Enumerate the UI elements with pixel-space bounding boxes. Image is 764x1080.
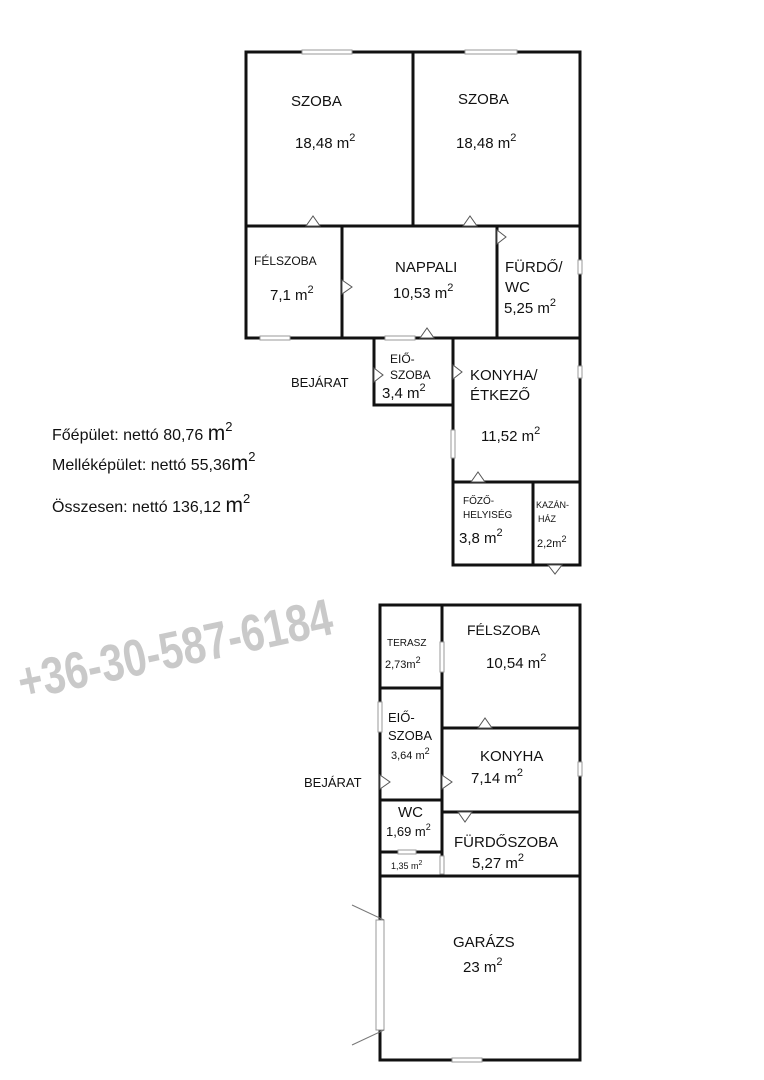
svg-text:Összesen: nettó 136,12 m2: Összesen: nettó 136,12 m2 [52,491,250,517]
room-fozohelyiseg: FŐZŐ- HELYISÉG 3,8 m2 [459,493,512,547]
svg-text:2,73m2: 2,73m2 [385,655,421,671]
room-eloszoba: EIŐ- SZOBA 3,4 m2 [382,351,431,402]
svg-text:EIŐ-: EIŐ- [390,351,415,366]
area-summary: Főépület: nettó 80,76 m2 Melléképület: n… [52,419,256,517]
room-kazanhaz: KAZÁN- HÁZ 2,2m2 [536,500,569,550]
svg-text:TERASZ: TERASZ [387,638,426,649]
svg-text:5,27 m2: 5,27 m2 [472,852,524,872]
svg-text:GARÁZS: GARÁZS [453,934,515,951]
svg-text:7,1 m2: 7,1 m2 [270,284,314,304]
svg-text:5,25 m2: 5,25 m2 [504,297,556,317]
svg-text:Melléképület: nettó 55,36m2: Melléképület: nettó 55,36m2 [52,449,256,475]
svg-text:2,2m2: 2,2m2 [537,534,566,550]
room-nappali: NAPPALI 10,53 m2 [393,259,457,302]
svg-text:3,64 m2: 3,64 m2 [391,746,430,762]
svg-text:SZOBA: SZOBA [390,368,431,382]
svg-text:11,52 m2: 11,52 m2 [481,425,540,445]
annex-doors [379,717,493,823]
room-konyha-annex: KONYHA 7,14 m2 [471,748,543,787]
svg-text:10,53 m2: 10,53 m2 [393,282,453,302]
svg-text:7,14 m2: 7,14 m2 [471,767,523,787]
room-terasz: TERASZ 2,73m2 [385,638,426,671]
svg-text:1,69 m2: 1,69 m2 [386,822,431,839]
svg-text:WC: WC [505,279,530,296]
svg-text:FÉLSZOBA: FÉLSZOBA [467,622,541,638]
svg-text:18,48 m2: 18,48 m2 [295,132,355,152]
room-felszoba: FÉLSZOBA 7,1 m2 [254,253,317,304]
svg-text:10,54 m2: 10,54 m2 [486,652,546,672]
room-furdo-wc: FÜRDŐ/ WC 5,25 m2 [504,258,563,317]
room-felszoba-annex: FÉLSZOBA 10,54 m2 [467,622,546,672]
svg-text:FÉLSZOBA: FÉLSZOBA [254,253,317,268]
svg-text:FÜRDŐSZOBA: FÜRDŐSZOBA [454,833,558,851]
main-windows [259,49,583,459]
room-konyha-etkezo: KONYHA/ ÉTKEZŐ 11,52 m2 [470,367,540,445]
annex-windows [351,641,583,1063]
svg-text:WC: WC [398,804,423,821]
main-doors [305,215,564,575]
svg-text:KONYHA: KONYHA [480,748,543,765]
svg-text:SZOBA: SZOBA [458,91,509,108]
svg-text:EIŐ-: EIŐ- [388,710,415,725]
svg-text:FÜRDŐ/: FÜRDŐ/ [505,258,563,276]
room-szoba-2: SZOBA 18,48 m2 [456,91,516,152]
svg-text:3,8 m2: 3,8 m2 [459,527,503,547]
svg-text:ÉTKEZŐ: ÉTKEZŐ [470,387,530,404]
svg-text:KAZÁN-: KAZÁN- [536,500,569,510]
room-wc: WC 1,69 m2 [386,804,431,839]
svg-text:NAPPALI: NAPPALI [395,259,457,276]
svg-text:HELYISÉG: HELYISÉG [463,508,512,521]
room-furdoszoba: FÜRDŐSZOBA 5,27 m2 [454,833,558,872]
svg-text:23 m2: 23 m2 [463,956,502,976]
room-small-area: 1,35 m2 [391,860,423,871]
entrance-label: BEJÁRAT [291,375,349,390]
room-eloszoba-annex: EIŐ- SZOBA 3,64 m2 [388,710,432,762]
room-szoba-1: SZOBA 18,48 m2 [291,93,355,152]
svg-text:SZOBA: SZOBA [388,728,432,743]
svg-text:3,4 m2: 3,4 m2 [382,382,426,402]
svg-text:HÁZ: HÁZ [538,514,557,524]
svg-text:SZOBA: SZOBA [291,93,342,110]
svg-text:Főépület: nettó 80,76 m2: Főépület: nettó 80,76 m2 [52,419,232,445]
svg-text:KONYHA/: KONYHA/ [470,367,538,384]
watermark-phone: +36-30-587-6184 [12,587,337,711]
entrance-label-annex: BEJÁRAT [304,775,362,790]
room-garazs: GARÁZS 23 m2 [453,934,515,976]
svg-text:18,48 m2: 18,48 m2 [456,132,516,152]
svg-text:FŐZŐ-: FŐZŐ- [463,493,494,507]
